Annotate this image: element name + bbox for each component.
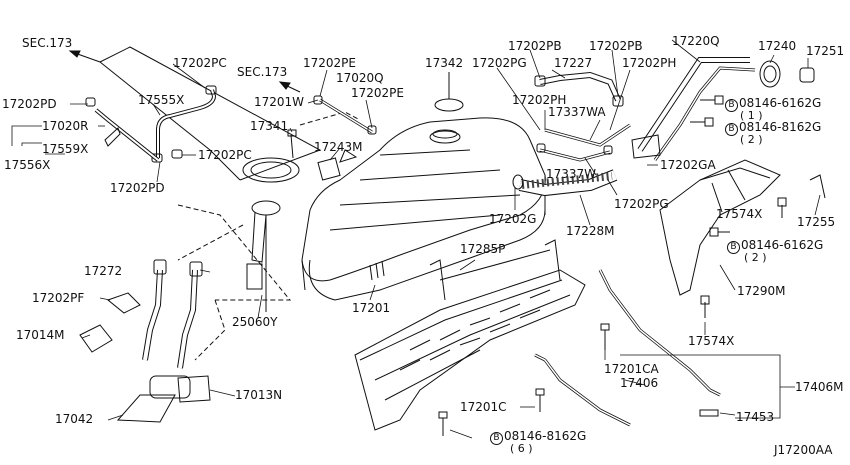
label-17201w: 17201W	[254, 95, 305, 109]
label-17453: 17453	[736, 410, 775, 424]
label-17020q: 17020Q	[336, 71, 384, 85]
label-17201c: 17201C	[460, 400, 507, 414]
label-17337w: 17337W	[546, 167, 597, 181]
label-17406m: 17406M	[795, 380, 844, 394]
label-17227: 17227	[554, 56, 593, 70]
label-17251: 17251	[806, 44, 845, 58]
label-17202pe-top: 17202PE	[303, 56, 356, 70]
label-17202pd-bot: 17202PD	[110, 181, 165, 195]
protector-17290m	[660, 160, 780, 295]
label-17290m: 17290M	[737, 284, 786, 298]
filler-tube-17220q	[632, 60, 814, 160]
skid-plate-17285p	[355, 240, 585, 430]
bolts-17201c	[439, 324, 609, 436]
fuel-pump-17042	[118, 376, 210, 422]
bolt-marker-b: B	[725, 123, 738, 136]
sender-unit-25060y	[247, 201, 280, 312]
label-17201ca: 17201CA	[604, 362, 659, 376]
label-17228m: 17228M	[566, 224, 615, 238]
breather-hose-17555x	[152, 86, 216, 162]
label-17202pg-bot: 17202PG	[614, 197, 669, 211]
vent-hoses	[535, 75, 630, 160]
bolt-marker-b: B	[490, 432, 503, 445]
bolt-a-part: 08146-6162G	[739, 96, 822, 110]
label-17574x-top: 17574X	[716, 207, 763, 221]
tank-straps-17406	[535, 270, 720, 425]
reference-code: J17200AA	[774, 443, 833, 457]
bolt-fasteners-right	[690, 96, 723, 126]
label-17202pb-left: 17202PB	[508, 39, 562, 53]
label-17556x: 17556X	[4, 158, 51, 172]
label-17240: 17240	[758, 39, 797, 53]
label-17201: 17201	[352, 301, 391, 315]
bolt-marker-b: B	[725, 99, 738, 112]
tube-17020q	[314, 96, 376, 134]
label-17243m: 17243M	[314, 140, 363, 154]
label-25060y: 25060Y	[232, 315, 278, 329]
label-17406: 17406	[620, 376, 659, 390]
label-17220q: 17220Q	[672, 34, 720, 48]
bolt-17341	[288, 130, 296, 158]
label-17202pg-top: 17202PG	[472, 56, 527, 70]
label-17202g: 17202G	[489, 212, 537, 226]
filler-hoses-17272	[145, 260, 202, 368]
label-17255: 17255	[797, 215, 836, 229]
bolt-label-d-qty: ( 6 )	[510, 442, 533, 455]
filler-hose-17228m	[513, 175, 615, 190]
filter-17014m	[80, 325, 112, 352]
sec173-mid-arrow	[280, 82, 300, 92]
bolt-d-part: 08146-8162G	[504, 429, 587, 443]
label-sec173-mid: SEC.173	[237, 65, 288, 79]
bolt-17574x	[701, 198, 786, 318]
label-17285p: 17285P	[460, 242, 506, 256]
label-17202ph-mid: 17202PH	[512, 93, 567, 107]
label-17202pd-top: 17202PD	[2, 97, 57, 111]
label-17013n: 17013N	[235, 388, 283, 402]
label-17341: 17341	[250, 119, 289, 133]
bolt-b-part: 08146-8162G	[739, 120, 822, 134]
label-plate-17243m	[318, 158, 340, 180]
bracket-17255	[810, 175, 825, 198]
leader-lines	[12, 40, 820, 438]
label-17202pe-mid: 17202PE	[351, 86, 404, 100]
gasket-ring	[243, 158, 299, 182]
bolt-c-part: 08146-6162G	[741, 238, 824, 252]
label-sec173-left: SEC.173	[22, 36, 73, 50]
bolt-label-b-qty: ( 2 )	[740, 133, 763, 146]
label-17555x: 17555X	[138, 93, 185, 107]
fuel-tank-17201	[302, 118, 545, 300]
label-17014m: 17014M	[16, 328, 65, 342]
sec173-left-arrow	[70, 47, 320, 180]
label-17202pc-top: 17202PC	[173, 56, 227, 70]
clamp-17202pf	[108, 293, 140, 313]
label-17042: 17042	[55, 412, 94, 426]
label-17337wa: 17337WA	[548, 105, 606, 119]
label-17202ga: 17202GA	[660, 158, 716, 172]
label-17202pb-right: 17202PB	[589, 39, 643, 53]
bolt-marker-b: B	[727, 241, 740, 254]
label-17342: 17342	[425, 56, 464, 70]
bolt-label-c-qty: ( 2 )	[744, 251, 767, 264]
bolt-label-a-qty: ( 1 )	[740, 109, 763, 122]
seal-17342	[435, 72, 463, 111]
label-17272: 17272	[84, 264, 123, 278]
label-17202pc-mid: 17202PC	[198, 148, 252, 162]
label-17202ph-right: 17202PH	[622, 56, 677, 70]
hose-17020r	[86, 98, 158, 160]
label-17574x-bot: 17574X	[688, 334, 735, 348]
dashed-leaders	[178, 112, 360, 360]
label-17020r: 17020R	[42, 119, 89, 133]
label-17202pf: 17202PF	[32, 291, 85, 305]
label-17559x: 17559X	[42, 142, 89, 156]
